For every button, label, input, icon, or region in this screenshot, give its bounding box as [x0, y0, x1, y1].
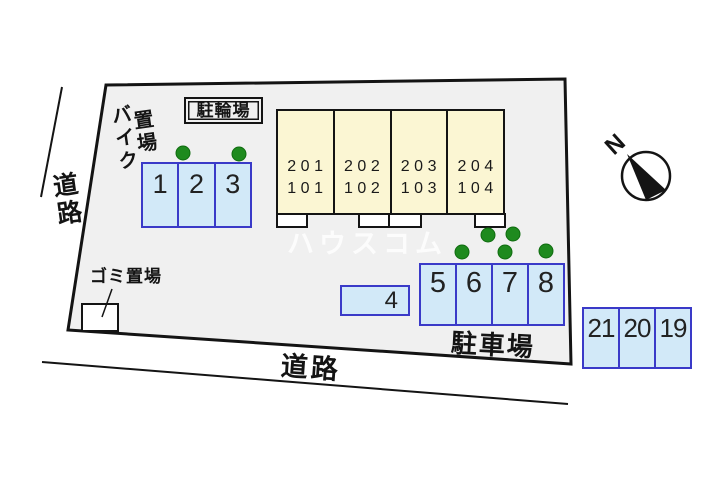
garbage-area-label: ゴミ置場: [90, 267, 162, 286]
tree-icon: [175, 145, 191, 161]
garbage-leader-line: [101, 288, 113, 318]
tree-icon: [480, 227, 496, 243]
building-unit-3: 203 103: [392, 111, 449, 213]
bike-space-1: 1: [143, 164, 180, 226]
building-unit-4: 204 104: [448, 111, 503, 213]
building-unit-2: 202 102: [335, 111, 392, 213]
parking-space-row-19-21: 21 20 19: [582, 307, 692, 369]
tree-icon: [538, 243, 554, 259]
car-parking-label: 駐車場: [450, 327, 536, 363]
bike-space-3: 3: [225, 169, 241, 199]
unit-number-lower: 101: [287, 180, 328, 197]
parking-space-20: 20: [620, 309, 656, 367]
parking-space-7: 7: [493, 265, 529, 324]
building-unit-1: 201 101: [278, 111, 335, 213]
road-label-bottom: 道路: [279, 350, 342, 386]
bicycle-parking-label: 駐輪場: [184, 97, 263, 124]
parking-space-5: 5: [421, 265, 457, 324]
parking-space-4: 4: [340, 285, 410, 316]
parking-space-21: 21: [584, 309, 620, 367]
unit-number-upper: 201: [287, 158, 328, 175]
bike-space-2: 2: [179, 164, 216, 226]
road-line-left: [40, 86, 63, 198]
unit-number-lower: 103: [400, 180, 441, 197]
tree-icon: [454, 244, 470, 260]
unit-number-upper: 202: [344, 158, 385, 175]
unit-number-upper: 204: [457, 158, 498, 175]
parking-space-row-5-8: 5 6 7 8: [419, 263, 565, 326]
tree-icon: [231, 146, 247, 162]
compass-icon: [620, 150, 672, 202]
tree-icon: [497, 244, 513, 260]
unit-number-lower: 102: [344, 180, 385, 197]
apartment-building: 201 101 202 102 203 103 204 104: [276, 109, 505, 215]
parking-space-6: 6: [457, 265, 493, 324]
watermark-text: ハウスコム: [287, 229, 447, 259]
tree-icons: [175, 145, 554, 260]
parking-space-8: 8: [537, 267, 555, 299]
unit-number-lower: 104: [457, 180, 498, 197]
garbage-box: [81, 303, 119, 332]
road-line-bottom: [41, 361, 569, 405]
road-label-left: 道路: [48, 170, 84, 230]
tree-icon: [505, 226, 521, 242]
parking-space-19: 19: [659, 313, 688, 343]
unit-number-upper: 203: [400, 158, 441, 175]
bike-space-row: 1 2 3: [141, 162, 252, 228]
